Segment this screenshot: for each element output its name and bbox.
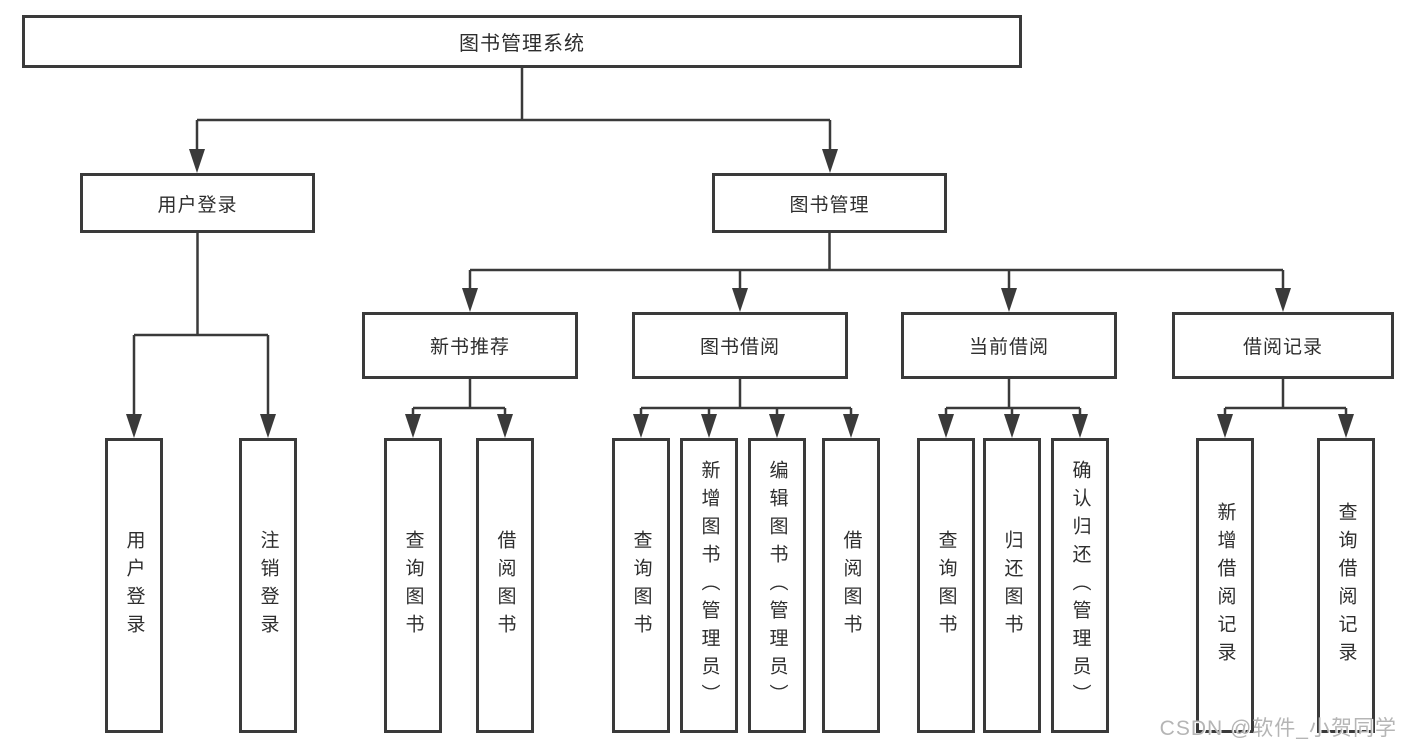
leaf-newbook-query-books-label: 查询图书 — [402, 529, 424, 642]
node-user-login: 用户登录 — [80, 173, 315, 233]
leaf-borrow-edit-books-admin: 编辑图书（管理员） — [748, 438, 806, 733]
leaf-newbook-query-books: 查询图书 — [384, 438, 442, 733]
node-new-book-recommend: 新书推荐 — [362, 312, 578, 379]
node-root-label: 图书管理系统 — [459, 33, 585, 55]
leaf-user-login-label: 用户登录 — [123, 529, 145, 642]
node-book-management-label: 图书管理 — [789, 194, 870, 216]
node-borrow-records-label: 借阅记录 — [1242, 337, 1323, 358]
leaf-records-query-record: 查询借阅记录 — [1317, 438, 1375, 733]
leaf-borrow-query-books-label: 查询图书 — [630, 529, 652, 642]
leaf-borrow-borrow-books: 借阅图书 — [822, 438, 880, 733]
leaf-logout-label: 注销登录 — [257, 529, 279, 642]
leaf-borrow-edit-books-admin-label: 编辑图书（管理员） — [766, 459, 788, 712]
leaf-current-confirm-return-admin: 确认归还（管理员） — [1051, 438, 1109, 733]
leaf-records-query-record-label: 查询借阅记录 — [1335, 501, 1357, 670]
node-current-borrow: 当前借阅 — [901, 312, 1117, 379]
leaf-current-query-books: 查询图书 — [917, 438, 975, 733]
leaf-user-login: 用户登录 — [105, 438, 163, 733]
leaf-current-return-books: 归还图书 — [983, 438, 1041, 733]
arrowheads — [126, 149, 1354, 438]
leaf-records-add-record-label: 新增借阅记录 — [1214, 501, 1236, 670]
node-new-book-recommend-label: 新书推荐 — [429, 337, 510, 358]
node-root: 图书管理系统 — [22, 15, 1022, 68]
csdn-watermark: CSDN @软件_小贺同学 — [1159, 717, 1397, 740]
node-borrow-records: 借阅记录 — [1172, 312, 1394, 379]
node-book-borrow-label: 图书借阅 — [699, 337, 780, 358]
leaf-borrow-add-books-admin-label: 新增图书（管理员） — [698, 459, 720, 712]
leaf-borrow-add-books-admin: 新增图书（管理员） — [680, 438, 738, 733]
node-user-login-label: 用户登录 — [157, 194, 238, 216]
leaf-records-add-record: 新增借阅记录 — [1196, 438, 1254, 733]
leaf-borrow-borrow-books-label: 借阅图书 — [840, 529, 862, 642]
leaf-newbook-borrow-books-label: 借阅图书 — [494, 529, 516, 642]
leaf-current-query-books-label: 查询图书 — [935, 529, 957, 642]
node-book-management: 图书管理 — [712, 173, 947, 233]
leaf-logout: 注销登录 — [239, 438, 297, 733]
leaf-newbook-borrow-books: 借阅图书 — [476, 438, 534, 733]
leaf-current-confirm-return-admin-label: 确认归还（管理员） — [1069, 459, 1091, 712]
leaf-current-return-books-label: 归还图书 — [1001, 529, 1023, 642]
node-current-borrow-label: 当前借阅 — [968, 337, 1049, 358]
leaf-borrow-query-books: 查询图书 — [612, 438, 670, 733]
node-book-borrow: 图书借阅 — [632, 312, 848, 379]
